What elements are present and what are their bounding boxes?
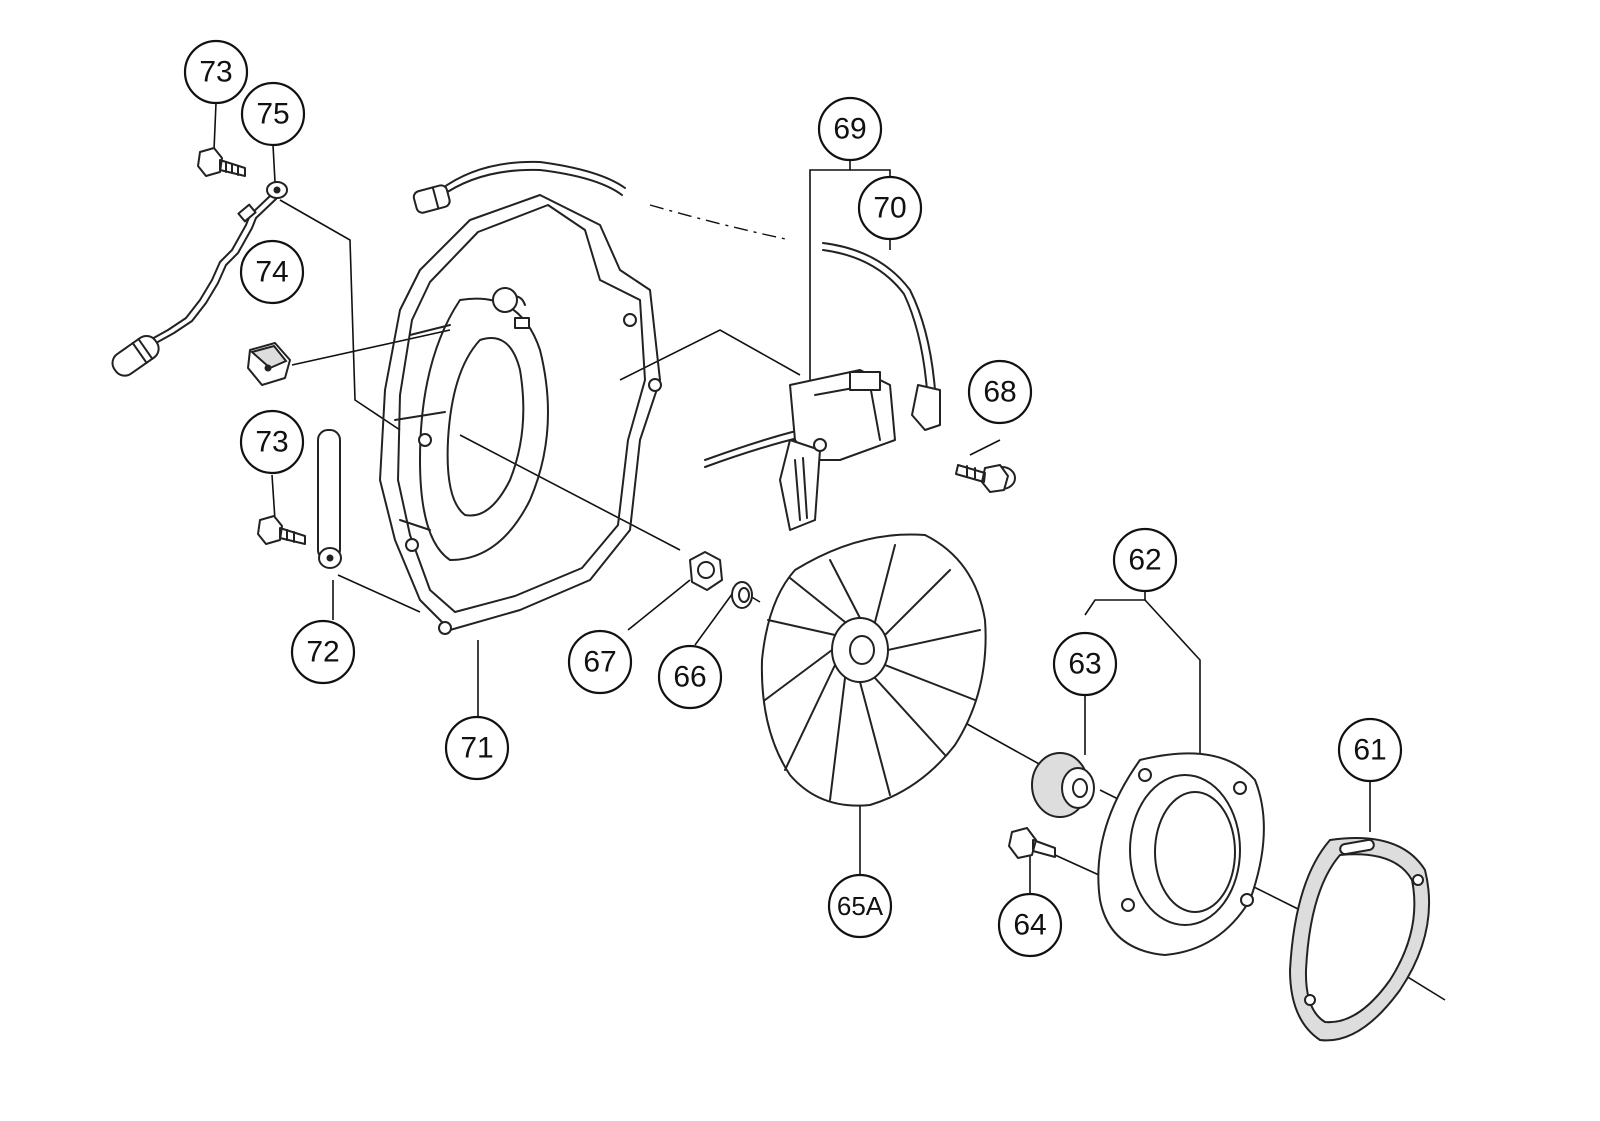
callout-69: 69 xyxy=(817,96,883,162)
callout-68: 68 xyxy=(967,359,1033,425)
callout-73-lower: 73 xyxy=(239,409,305,475)
callout-70: 70 xyxy=(857,175,923,241)
callout-66-text: 66 xyxy=(673,661,706,694)
callout-72-text: 72 xyxy=(306,636,339,669)
callout-68-text: 68 xyxy=(983,376,1016,409)
flywheel-fan-65a xyxy=(760,533,987,807)
callout-72: 72 xyxy=(290,619,356,685)
callout-69-text: 69 xyxy=(833,113,866,146)
ground-wire-75 xyxy=(111,181,288,377)
callout-74: 74 xyxy=(239,239,305,305)
callout-65a: 65A xyxy=(827,873,893,939)
callout-73-upper-text: 73 xyxy=(199,56,232,89)
bearing-63 xyxy=(1031,752,1095,818)
callout-66: 66 xyxy=(657,644,723,710)
bolt-73-upper xyxy=(197,147,246,177)
callout-63: 63 xyxy=(1052,631,1118,697)
callout-71-text: 71 xyxy=(460,732,493,765)
callout-73-lower-text: 73 xyxy=(255,426,288,459)
callout-71: 71 xyxy=(444,715,510,781)
nut-67 xyxy=(689,551,723,591)
callout-65a-text: 65A xyxy=(837,891,884,921)
callout-62-text: 62 xyxy=(1128,544,1161,577)
gasket-61 xyxy=(1288,837,1431,1042)
callout-64-text: 64 xyxy=(1013,909,1046,942)
callout-61-text: 61 xyxy=(1353,734,1386,767)
spark-plug-wire xyxy=(412,160,626,214)
ignition-coil-69 xyxy=(704,369,896,531)
bolt-73-lower xyxy=(257,515,306,545)
callout-67-text: 67 xyxy=(583,646,616,679)
callout-75: 75 xyxy=(240,81,306,147)
grommet-74 xyxy=(247,342,291,386)
callout-75-text: 75 xyxy=(256,98,289,131)
callout-64: 64 xyxy=(997,892,1063,958)
fan-shroud-71 xyxy=(379,194,662,635)
ground-strap-72 xyxy=(317,429,342,569)
starter-case-62 xyxy=(1097,752,1265,956)
washer-66 xyxy=(731,581,753,609)
callout-67: 67 xyxy=(567,629,633,695)
bolt-68 xyxy=(955,464,1016,493)
callout-70-text: 70 xyxy=(873,192,906,225)
callout-62: 62 xyxy=(1112,527,1178,593)
bolt-64 xyxy=(1008,827,1056,859)
callout-63-text: 63 xyxy=(1068,648,1101,681)
high-tension-wire-70 xyxy=(822,242,941,431)
callout-74-text: 74 xyxy=(255,256,288,289)
callout-73-upper: 73 xyxy=(183,39,249,105)
callout-61: 61 xyxy=(1337,717,1403,783)
